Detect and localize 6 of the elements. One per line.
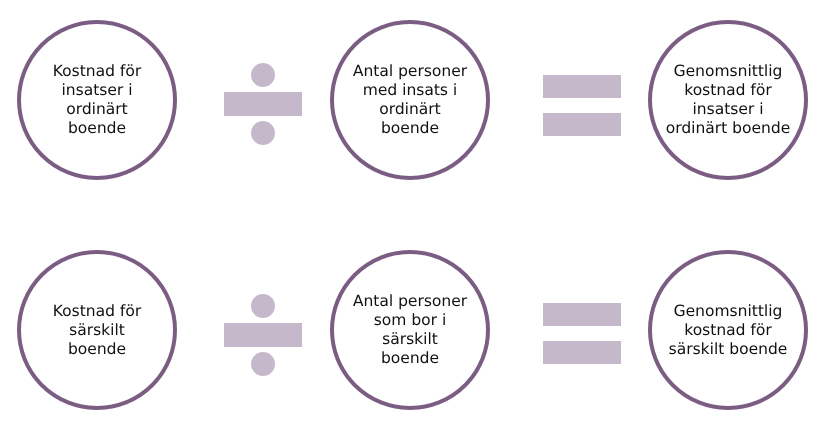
circle-label: Genomsnittlig kostnad för särskilt boende xyxy=(668,302,788,358)
circle-label: Genomsnittlig kostnad för insatser i ordinärt boende xyxy=(664,62,792,138)
circle-label: Antal personer med insats i ordinärt boende xyxy=(352,62,468,138)
circle-label: Kostnad för insatser i ordinärt boende xyxy=(52,62,142,138)
circle-label: Antal personer som bor i särskilt boende xyxy=(352,292,468,368)
circle-label: Kostnad för särskilt boende xyxy=(52,302,142,358)
